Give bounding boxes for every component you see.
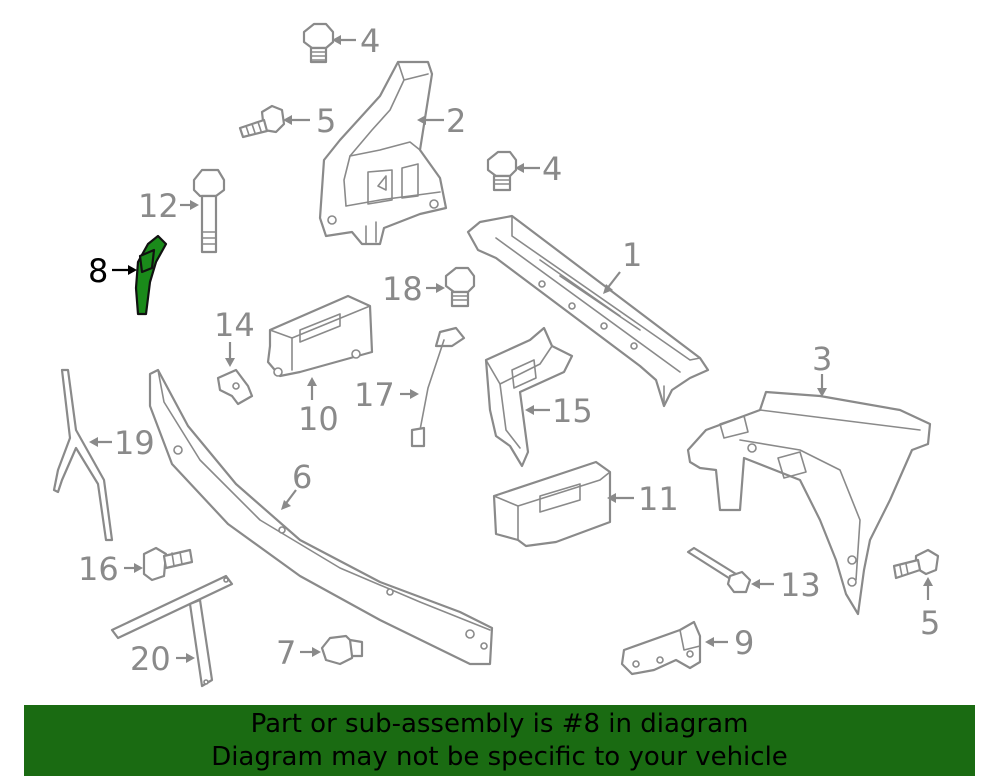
callout-label-16: 16 bbox=[78, 550, 119, 588]
callout-15-arrowhead bbox=[525, 405, 534, 415]
callout-3-arrowhead bbox=[817, 388, 827, 397]
callout-1-arrowhead bbox=[603, 284, 613, 294]
part-12-long-bolt bbox=[192, 168, 226, 254]
callout-5a-arrowhead bbox=[283, 115, 292, 125]
callout-label-4b: 4 bbox=[542, 150, 562, 188]
banner-line-2: Diagram may not be specific to your vehi… bbox=[211, 742, 788, 772]
callout-4b-arrowhead bbox=[515, 163, 524, 173]
part-13-bolt bbox=[686, 546, 752, 594]
callout-16-arrowhead bbox=[134, 563, 143, 573]
part-8-highlighted bbox=[134, 234, 168, 316]
part-20-t-bracket bbox=[110, 574, 234, 688]
callout-9-arrowhead bbox=[705, 637, 714, 647]
callout-label-10: 10 bbox=[298, 400, 339, 438]
part-14-clip bbox=[216, 368, 254, 406]
callout-label-7: 7 bbox=[276, 634, 296, 672]
callout-label-14: 14 bbox=[214, 306, 255, 344]
info-banner: Part or sub-assembly is #8 in diagram Di… bbox=[24, 705, 975, 776]
callout-10-arrowhead bbox=[307, 377, 317, 386]
part-6-beam bbox=[148, 368, 494, 666]
callout-4a-arrowhead bbox=[332, 35, 341, 45]
part-1-crossmember bbox=[466, 214, 710, 408]
callout-label-3: 3 bbox=[812, 340, 832, 378]
part-5-screw-bottom bbox=[892, 548, 940, 580]
callout-20-arrowhead bbox=[186, 653, 195, 663]
part-3-large-bracket bbox=[686, 390, 932, 616]
callout-18-arrowhead bbox=[436, 283, 445, 293]
callout-label-11: 11 bbox=[638, 480, 679, 518]
callout-11-arrowhead bbox=[607, 493, 616, 503]
callout-label-5a: 5 bbox=[316, 102, 336, 140]
callout-label-9: 9 bbox=[734, 624, 754, 662]
part-11-bracket bbox=[492, 460, 612, 548]
part-10-bracket bbox=[266, 294, 374, 378]
callout-8-arrowhead bbox=[128, 265, 137, 275]
part-4-bolt-top bbox=[302, 22, 335, 64]
callout-19-arrowhead bbox=[89, 437, 98, 447]
part-4-bolt-mid bbox=[486, 150, 518, 192]
callout-14-arrowhead bbox=[225, 358, 235, 367]
part-2-bracket bbox=[318, 60, 448, 246]
callout-label-20: 20 bbox=[130, 640, 171, 678]
parts-diagram: 4 5 2 4 12 8 1 18 14 3 17 15 10 19 6 11 … bbox=[52, 22, 940, 688]
part-5-screw-top bbox=[238, 104, 286, 139]
callout-13-arrowhead bbox=[751, 579, 760, 589]
callout-label-15: 15 bbox=[552, 392, 593, 430]
callout-label-5b: 5 bbox=[920, 604, 940, 642]
callout-label-19: 19 bbox=[114, 424, 155, 462]
callout-17-arrowhead bbox=[410, 389, 419, 399]
callout-label-1: 1 bbox=[622, 236, 642, 274]
callout-2-arrowhead bbox=[417, 115, 426, 125]
callout-label-6: 6 bbox=[292, 458, 312, 496]
callout-label-12: 12 bbox=[138, 187, 179, 225]
part-18-bolt bbox=[444, 266, 476, 308]
part-7-bolt bbox=[320, 634, 364, 666]
part-19-strip bbox=[52, 368, 114, 542]
callout-label-13: 13 bbox=[780, 566, 821, 604]
callout-label-17: 17 bbox=[354, 376, 395, 414]
part-15-bracket bbox=[484, 326, 574, 468]
callout-12-arrowhead bbox=[190, 200, 199, 210]
callout-7-arrowhead bbox=[312, 647, 321, 657]
part-16-bolt bbox=[142, 546, 194, 582]
callout-5b-arrowhead bbox=[923, 577, 933, 586]
part-9-small-bracket bbox=[620, 620, 702, 676]
part-17-rod bbox=[410, 326, 466, 448]
banner-line-1: Part or sub-assembly is #8 in diagram bbox=[250, 709, 749, 739]
callout-label-2: 2 bbox=[446, 102, 466, 140]
callout-label-8: 8 bbox=[88, 252, 108, 290]
callout-label-18: 18 bbox=[382, 270, 423, 308]
callout-label-4a: 4 bbox=[360, 22, 380, 60]
callout-6-arrowhead bbox=[281, 500, 291, 510]
